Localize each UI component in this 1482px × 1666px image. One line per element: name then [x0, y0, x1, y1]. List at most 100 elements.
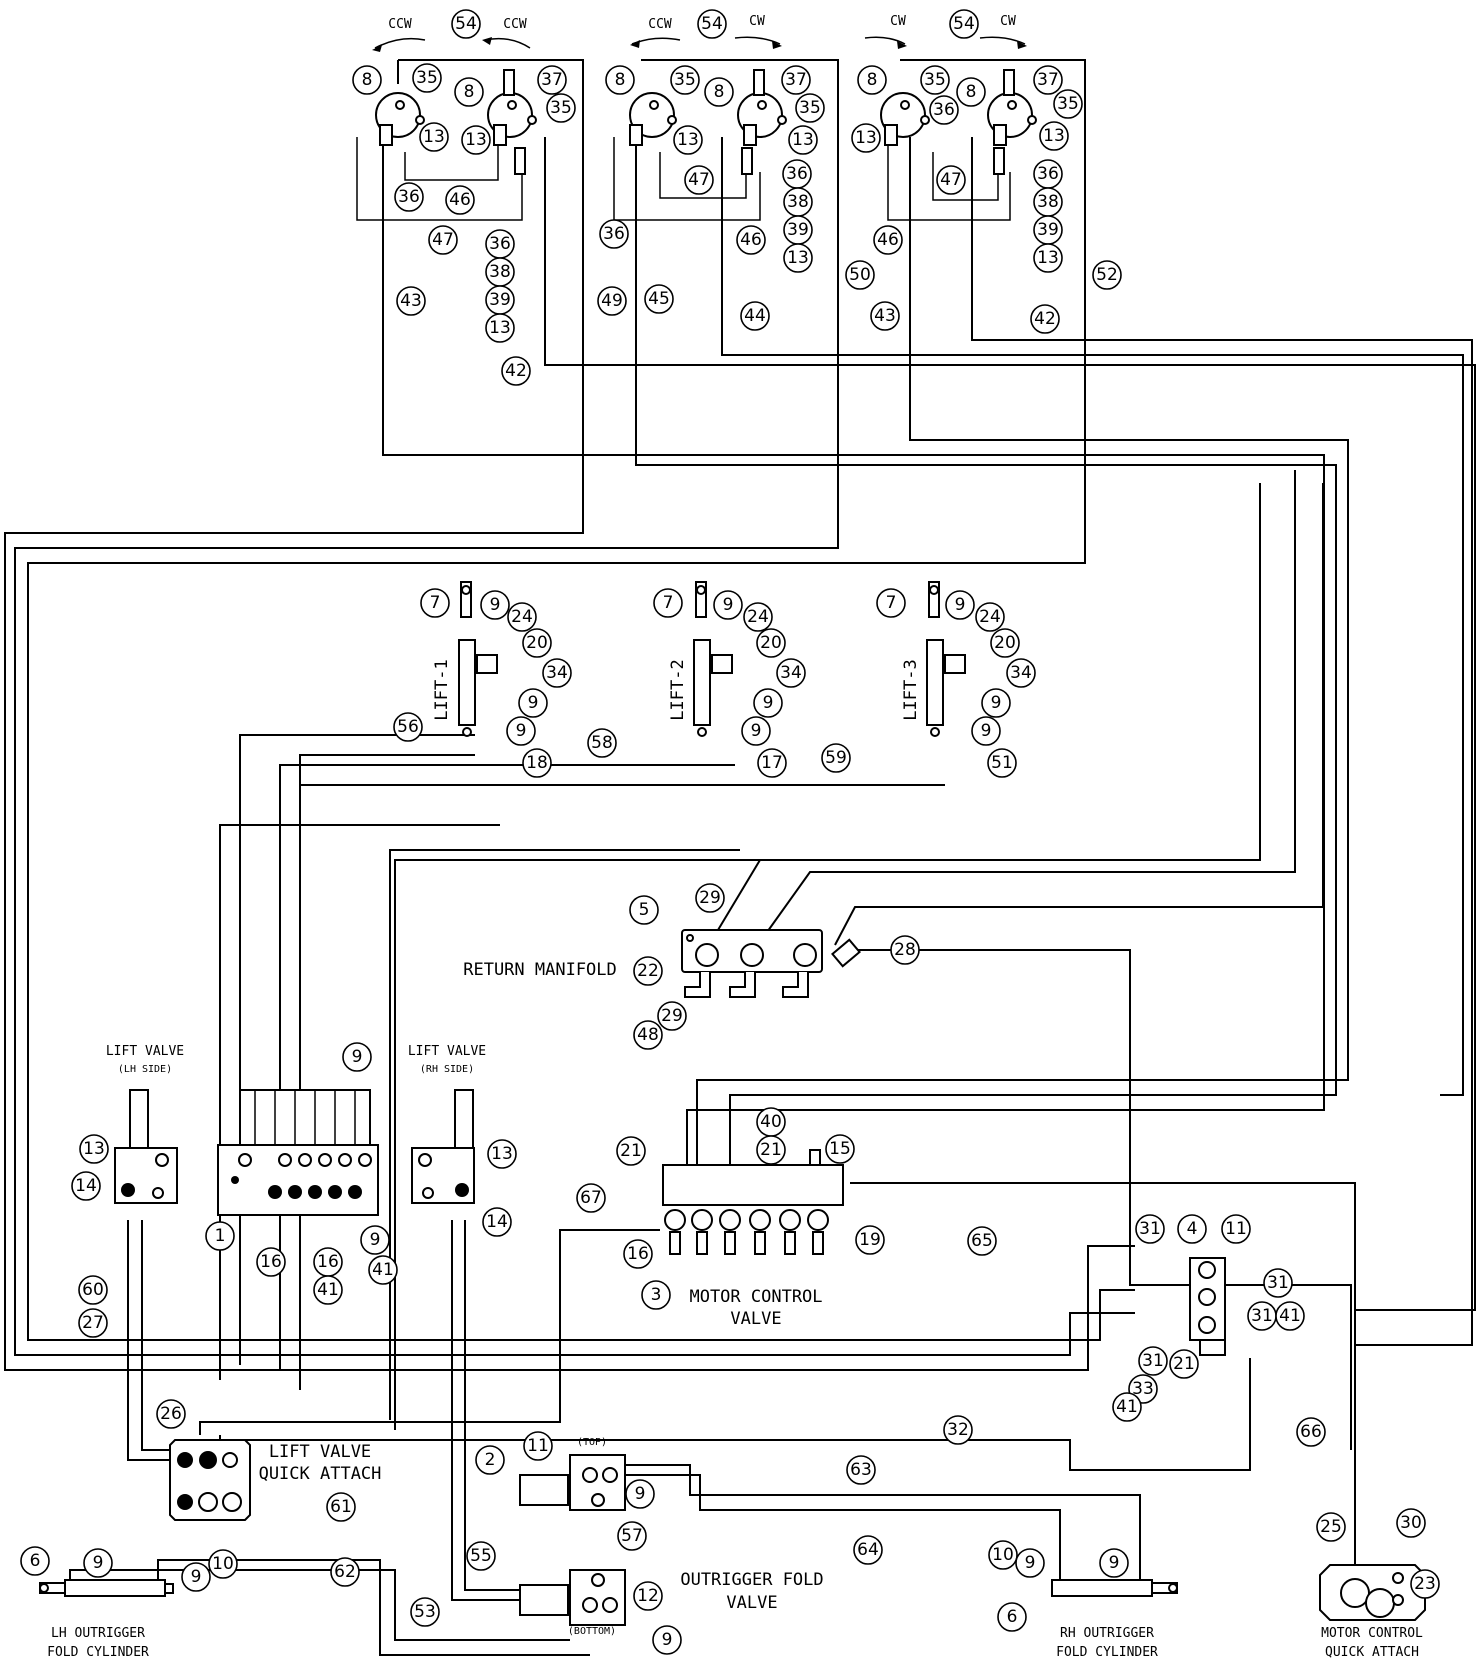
callout-number: 18: [526, 753, 548, 773]
callout-number: 2: [485, 1450, 496, 1470]
rot-ccw-2a: CCW: [648, 17, 672, 32]
callout-number: 56: [397, 717, 419, 737]
callout-number: 20: [760, 633, 782, 653]
motor-group-2: [629, 36, 787, 175]
callout-number: 12: [637, 1586, 659, 1606]
callout-circle: [445, 185, 475, 215]
callout-21: 21: [616, 1136, 646, 1166]
callout-14: 14: [71, 1171, 101, 1201]
callout-circle: [684, 165, 714, 195]
callout-circle: [653, 588, 683, 618]
callout-65: 65: [967, 1226, 997, 1256]
callout-number: 6: [30, 1551, 41, 1571]
callout-circle: [981, 688, 1011, 718]
callout-number: 35: [924, 70, 946, 90]
callout-circle: [1030, 304, 1060, 334]
callout-number: 24: [511, 607, 533, 627]
rot-cw-3b: CW: [1000, 14, 1016, 29]
callout-38: 38: [783, 187, 813, 217]
lift-valve-quick-attach: [169, 1439, 251, 1521]
callout-9: 9: [506, 716, 536, 746]
hose-lines: [4, 59, 1476, 1656]
callout-47: 47: [936, 165, 966, 195]
callout-number: 34: [780, 663, 802, 683]
callout-circle: [943, 1415, 973, 1445]
callout-54: 54: [949, 9, 979, 39]
callout-circle: [853, 1535, 883, 1565]
callout-circle: [821, 743, 851, 773]
callout-21: 21: [756, 1135, 786, 1165]
callout-15: 15: [825, 1134, 855, 1164]
callout-number: 35: [416, 68, 438, 88]
callout-9: 9: [971, 716, 1001, 746]
callout-number: 16: [317, 1252, 339, 1272]
callout-number: 23: [1414, 1574, 1436, 1594]
callout-circle: [507, 602, 537, 632]
callout-number: 41: [1279, 1306, 1301, 1326]
callout-circle: [523, 1431, 553, 1461]
callout-23: 23: [1410, 1569, 1440, 1599]
callout-circle: [873, 225, 903, 255]
callout-number: 17: [761, 753, 783, 773]
callout-35: 35: [670, 65, 700, 95]
callout-41: 41: [1275, 1301, 1305, 1331]
callout-number: 31: [1267, 1273, 1289, 1293]
callout-circle: [936, 165, 966, 195]
callout-circle: [673, 125, 703, 155]
callout-31: 31: [1247, 1301, 1277, 1331]
callout-circle: [956, 77, 986, 107]
callout-number: 45: [648, 289, 670, 309]
callout-13: 13: [419, 122, 449, 152]
callout-number: 13: [1043, 126, 1065, 146]
callout-circle: [971, 716, 1001, 746]
lift-valve-lh: [114, 1089, 178, 1204]
callout-circle: [1053, 89, 1083, 119]
callout-number: 51: [991, 753, 1013, 773]
lift-cylinder-1: [458, 581, 498, 737]
callout-28: 28: [890, 935, 920, 965]
callout-49: 49: [597, 286, 627, 316]
callout-number: 36: [489, 234, 511, 254]
callout-circle: [368, 1255, 398, 1285]
callout-number: 7: [663, 593, 674, 613]
callout-number: 54: [455, 14, 477, 34]
rot-cw-3a: CW: [890, 14, 906, 29]
callout-circle: [1138, 1346, 1168, 1376]
callout-20: 20: [522, 628, 552, 658]
callout-13: 13: [788, 125, 818, 155]
callout-30: 30: [1396, 1508, 1426, 1538]
callout-13: 13: [487, 1139, 517, 1169]
callout-circle: [605, 65, 635, 95]
callout-circle: [599, 219, 629, 249]
callout-35: 35: [412, 63, 442, 93]
callout-19: 19: [855, 1225, 885, 1255]
callout-number: 8: [867, 70, 878, 90]
callout-34: 34: [1006, 658, 1036, 688]
callout-circle: [617, 1521, 647, 1551]
callout-circle: [1296, 1417, 1326, 1447]
callout-11: 11: [1221, 1214, 1251, 1244]
callout-number: 42: [1034, 309, 1056, 329]
callout-number: 8: [615, 70, 626, 90]
callout-circle: [522, 628, 552, 658]
callout-54: 54: [451, 9, 481, 39]
callout-circle: [396, 286, 426, 316]
callout-circle: [1033, 65, 1063, 95]
callout-number: 29: [661, 1006, 683, 1026]
callout-2: 2: [475, 1445, 505, 1475]
callout-number: 41: [372, 1260, 394, 1280]
callout-circle: [641, 1280, 671, 1310]
callout-number: 13: [1037, 248, 1059, 268]
callout-41: 41: [313, 1275, 343, 1305]
callout-circle: [410, 1597, 440, 1627]
callout-38: 38: [485, 257, 515, 287]
callout-number: 13: [465, 130, 487, 150]
callout-16: 16: [623, 1239, 653, 1269]
callout-35: 35: [920, 65, 950, 95]
callout-circle: [753, 688, 783, 718]
callout-number: 34: [546, 663, 568, 683]
callout-39: 39: [485, 285, 515, 315]
callout-number: 65: [971, 1231, 993, 1251]
callout-circle: [997, 1602, 1027, 1632]
callout-number: 13: [489, 318, 511, 338]
